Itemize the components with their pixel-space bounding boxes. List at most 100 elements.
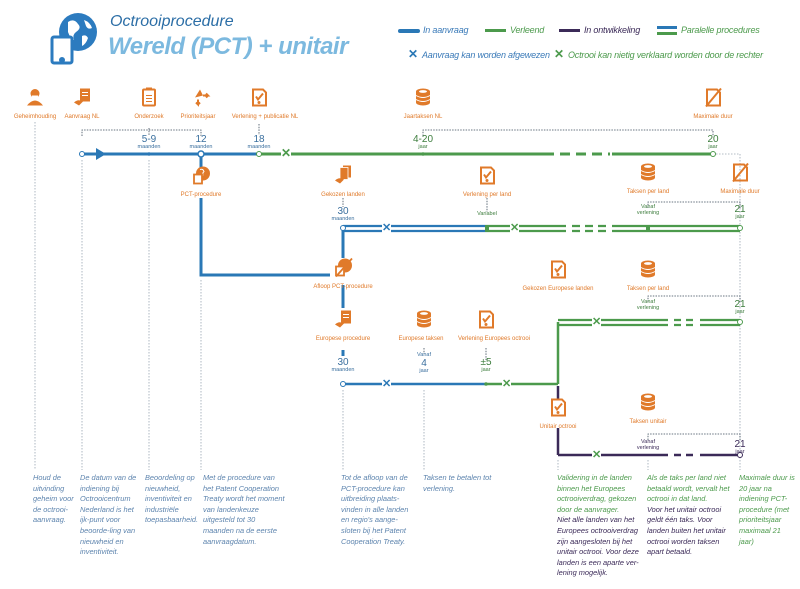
milestone-label: Taksen per land xyxy=(626,286,670,292)
milestone-label: Verlening Europees octrooi xyxy=(457,336,531,342)
value-unit: jaar xyxy=(735,309,745,315)
value-num: 12 xyxy=(195,134,207,145)
milestone-label: Aanvraag NL xyxy=(64,114,100,120)
milestone-label: Verlening + publicatie NL xyxy=(231,114,299,120)
clipboard-icon xyxy=(139,87,159,113)
value-unit: maanden xyxy=(137,144,161,150)
value-pre: Vanaf xyxy=(641,439,655,445)
coins-icon xyxy=(638,260,658,285)
legend-in-aanvraag: In aanvraag xyxy=(423,25,469,35)
description-text: Als de taks per land niet betaald wordt,… xyxy=(647,473,735,558)
certificate-icon xyxy=(476,310,496,335)
value-unit: maanden xyxy=(247,144,271,150)
milestone-label: Taksen per land xyxy=(626,189,670,195)
guide-lines xyxy=(34,122,741,470)
legend-afgewezen: Aanvraag kan worden afgewezen xyxy=(422,50,550,60)
description-text: Beoordeling op nieuwheid, inventiviteit … xyxy=(145,473,200,526)
value-pre: Vanaf xyxy=(641,204,655,210)
value-num: ±5 xyxy=(480,357,492,368)
priority-arrows-icon xyxy=(191,88,211,113)
description-text: Met de procedure van het Patent Cooperat… xyxy=(203,473,285,547)
value-unit: jaar xyxy=(708,144,718,150)
value-unit: jaar xyxy=(735,449,745,455)
value-num: 21 xyxy=(734,439,746,450)
milestone-label: Prioriteitsjaar xyxy=(180,114,216,120)
value-unit: Variabel xyxy=(477,211,497,217)
description-part: Maximale duur is 20 jaar na indiening PC… xyxy=(739,473,795,546)
coins-icon xyxy=(638,163,658,188)
legend-nullify-x-icon: ✕ xyxy=(554,47,565,61)
certificate-icon xyxy=(249,88,269,113)
description-text: Maximale duur is 20 jaar na indiening PC… xyxy=(739,473,797,547)
milestone-label: Verlening per land xyxy=(462,192,512,198)
milestone-label: PCT-procedure xyxy=(180,192,222,198)
milestone-label: Geheimhouding xyxy=(13,114,57,120)
main-line xyxy=(79,148,716,160)
value-num: 5-9 xyxy=(141,134,157,145)
legend-swatch-in-ontwikkeling xyxy=(559,29,580,32)
legend-swatch-verleend xyxy=(485,29,506,32)
value-unit: jaar xyxy=(419,367,429,374)
certificate-icon xyxy=(548,260,568,285)
reject-x-icon: ✕ xyxy=(382,221,392,235)
milestone-label: Jaartaksen NL xyxy=(403,114,443,120)
milestone-label: Afloop PCT-procedure xyxy=(313,284,373,290)
value-num: 30 xyxy=(337,206,349,217)
description-text: De datum van de indiening bij Octrooicen… xyxy=(80,473,142,558)
milestone-label: Europese procedure xyxy=(315,336,371,342)
value-num: 18 xyxy=(253,134,265,145)
legend-swatch-in-aanvraag xyxy=(398,29,420,33)
description-part: De datum van de indiening bij Octrooicen… xyxy=(80,473,137,557)
milestone-label: Taksen unitair xyxy=(629,419,667,425)
legend-swatch-paralelle-top xyxy=(657,26,677,29)
value-unit: verlening xyxy=(636,209,660,216)
legend-in-ontwikkeling: In ontwikkeling xyxy=(584,25,641,35)
description-text: Validering in de landen binnen het Europ… xyxy=(557,473,645,579)
value-num: 4-20 xyxy=(412,134,434,145)
european-branch xyxy=(340,318,743,458)
milestone-label: Gekozen Europese landen xyxy=(522,286,594,292)
description-part: Niet alle landen van het Europees octroo… xyxy=(557,515,639,578)
value-unit: jaar xyxy=(418,144,428,150)
legend-swatch-paralelle-bottom xyxy=(657,32,677,35)
description-part: Houd de uitvinding geheim voor de octroo… xyxy=(33,473,74,525)
value-num: 21 xyxy=(734,204,746,215)
coins-icon xyxy=(414,310,434,335)
value-num: 4 xyxy=(421,357,427,369)
nullify-x-icon: ✕ xyxy=(592,315,602,329)
expired-document-icon xyxy=(730,162,750,188)
value-pre: Vanaf xyxy=(417,352,431,358)
legend-reject-x-icon: ✕ xyxy=(408,47,419,61)
milestone-label: Europese taksen xyxy=(398,336,444,342)
value-unit: maanden xyxy=(331,216,355,222)
coins-icon xyxy=(413,88,433,113)
value-num: 30 xyxy=(337,357,349,368)
legend-paralelle: Paralelle procedures xyxy=(681,25,760,35)
description-part: Voor het unitair octrooi geldt één taks.… xyxy=(647,504,726,557)
description-part: Taksen te betalen tot verlening. xyxy=(423,473,492,493)
description-text: Houd de uitvinding geheim voor de octroo… xyxy=(33,473,78,526)
time-value: Variabel xyxy=(477,211,497,218)
expired-document-icon xyxy=(703,87,723,113)
page-title: Wereld (PCT) + unitair xyxy=(108,33,348,60)
milestone-label: Unitair octrooi xyxy=(539,424,577,430)
description-part: Validering in de landen binnen het Europ… xyxy=(557,473,637,514)
value-unit: verlening xyxy=(636,444,660,451)
description-text: Taksen te betalen tot verlening. xyxy=(423,473,493,494)
coins-icon xyxy=(638,393,658,418)
value-unit: verlening xyxy=(636,304,660,311)
hand-document-icon xyxy=(72,88,92,113)
